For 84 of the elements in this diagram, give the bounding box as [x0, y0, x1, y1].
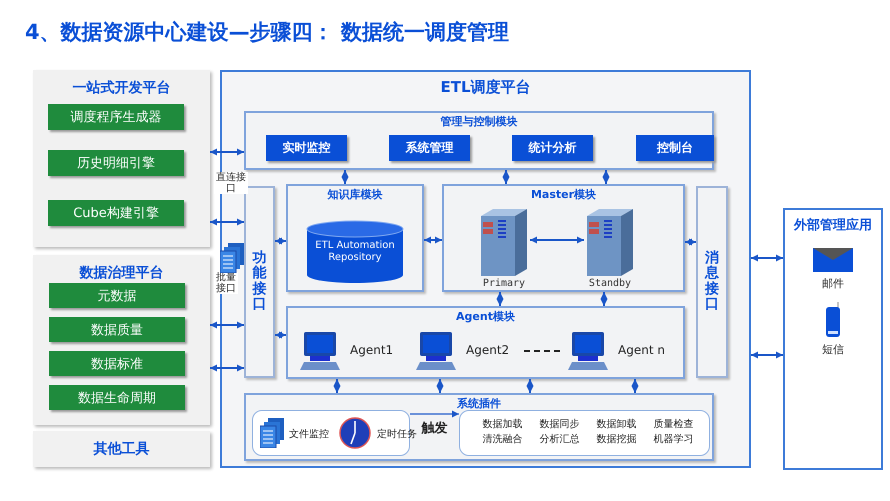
arrow	[436, 379, 444, 393]
module-box	[286, 306, 685, 379]
task-label: 数据加载清洗融合	[482, 418, 523, 446]
platform-panel	[33, 431, 210, 467]
icon-caption: 短信	[821, 342, 845, 357]
component-label: 数据生命周期	[77, 390, 157, 406]
arrow	[502, 170, 510, 184]
component-box	[48, 104, 184, 130]
server-label: Standby	[588, 278, 632, 289]
module-box	[244, 393, 714, 461]
icon-caption: 邮件	[821, 276, 845, 291]
arrow	[632, 379, 638, 393]
arrow	[530, 236, 584, 244]
arrow	[210, 148, 244, 156]
module-title: 管理与控制模块	[440, 114, 518, 129]
module-title: 知识库模块	[326, 187, 384, 202]
arrow	[602, 170, 610, 184]
arrow	[600, 292, 608, 306]
component-label: 调度程序生成器	[70, 109, 162, 126]
component-label: 历史明细引擎	[76, 155, 156, 172]
arrow	[685, 238, 696, 246]
arrow	[751, 352, 783, 358]
application-panel	[783, 208, 883, 470]
function-label: 系统管理	[404, 140, 454, 156]
task-label: 质量检查机器学习	[653, 418, 694, 446]
function-label: 实时监控	[282, 140, 332, 156]
component-box	[48, 150, 184, 176]
trigger-label: 定时任务	[377, 428, 417, 441]
arrow	[496, 292, 504, 306]
module-box	[244, 111, 714, 170]
module-title: Agent模块	[455, 309, 516, 324]
component-box	[48, 200, 184, 226]
arrow	[275, 238, 286, 244]
function-box	[512, 135, 593, 161]
module-title: 系统插件	[456, 396, 502, 411]
component-label: 数据标准	[90, 356, 144, 372]
task-label: 数据同步分析汇总	[539, 418, 580, 446]
function-box	[266, 135, 347, 161]
server-label: Primary	[482, 278, 526, 289]
edge-label: 触发	[418, 419, 450, 437]
module-box	[442, 184, 685, 292]
component-label: 元数据	[96, 288, 138, 304]
platform-title: ETL调度平台	[439, 78, 532, 97]
agent-label: Agent n	[618, 343, 665, 357]
component-box	[49, 283, 185, 308]
panel-title: 数据治理平台	[78, 264, 164, 282]
interface-box	[244, 186, 275, 378]
arrow	[334, 379, 340, 393]
platform-panel	[33, 255, 210, 425]
arrow	[342, 170, 348, 184]
panel-title: 一站式开发平台	[72, 79, 172, 97]
module-title: Master模块	[530, 187, 598, 202]
arrow	[210, 218, 244, 226]
arrow	[410, 410, 459, 418]
interface-label: 消息接口	[705, 251, 719, 313]
panel-title: 其他工具	[92, 440, 150, 458]
component-label: Cube构建引擎	[72, 205, 160, 222]
interface-box	[696, 186, 728, 378]
trigger-label: 文件监控	[289, 428, 329, 441]
interface-label: 功能接口	[252, 251, 266, 313]
panel-title: 外部管理应用	[792, 216, 873, 234]
component-label: 数据质量	[90, 322, 144, 338]
database-label: ETL Automation Repository	[314, 240, 396, 263]
arrow	[424, 236, 442, 244]
arrow	[526, 379, 534, 393]
arrow	[751, 254, 783, 262]
module-box	[286, 184, 424, 292]
page-title: 4、数据资源中心建设—步骤四： 数据统一调度管理	[25, 19, 509, 46]
arrow	[210, 322, 244, 328]
agent-label: Agent1	[350, 343, 394, 357]
function-box	[389, 135, 470, 161]
task-label: 数据卸载数据挖掘	[596, 418, 637, 446]
component-box	[49, 317, 185, 342]
function-label: 控制台	[656, 140, 694, 156]
function-label: 统计分析	[527, 140, 578, 156]
interface-note: 直连接口	[214, 172, 248, 194]
component-box	[49, 385, 185, 410]
function-box	[636, 135, 714, 161]
arrow	[210, 364, 244, 372]
task-box	[459, 410, 710, 456]
agent-label: Agent2	[466, 343, 510, 357]
platform-panel	[33, 70, 210, 247]
arrow	[275, 332, 286, 338]
component-box	[49, 351, 185, 376]
